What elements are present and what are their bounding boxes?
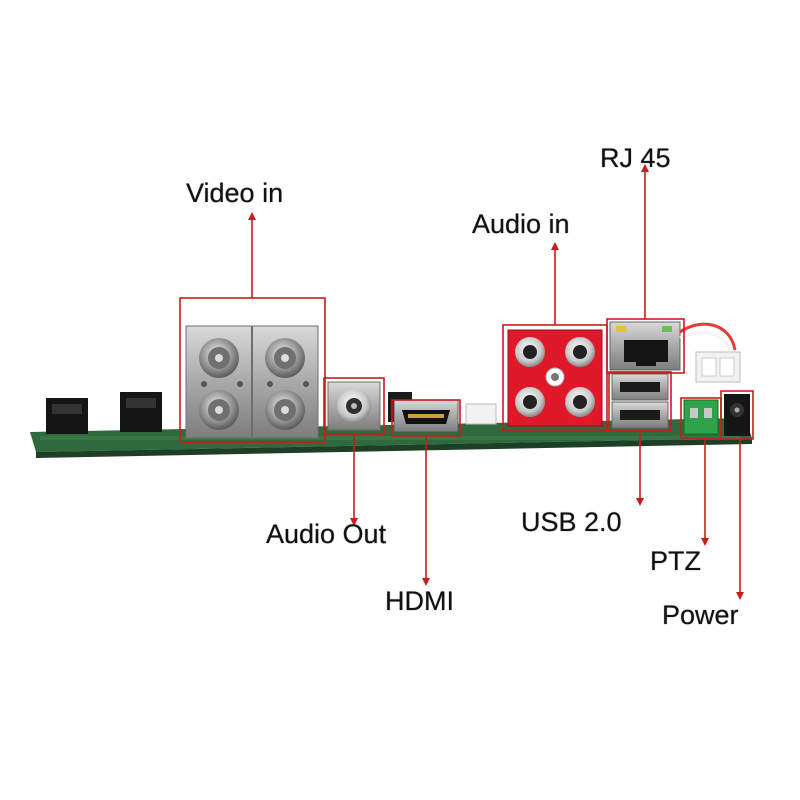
left-black-connector	[46, 392, 162, 434]
wire-harness	[679, 322, 741, 383]
audio-in-block	[507, 329, 603, 427]
usb-ports	[611, 373, 669, 429]
dc-jack-icon	[724, 394, 750, 436]
video-in-block	[185, 325, 319, 439]
rca-jack-icon	[515, 387, 545, 417]
audio-in-label: Audio in	[472, 209, 570, 239]
bnc-connector-icon	[199, 390, 239, 430]
audio-out-label: Audio Out	[266, 519, 387, 549]
callout-lines	[248, 164, 744, 600]
ethernet-port-icon	[609, 321, 681, 371]
audio-out-jack	[327, 381, 381, 431]
bnc-connector-icon	[199, 338, 239, 378]
rj45-label: RJ 45	[600, 143, 671, 173]
video-in-label: Video in	[186, 178, 284, 208]
usb-port-icon	[611, 373, 669, 401]
bnc-connector-icon	[265, 390, 305, 430]
hdmi-label: HDMI	[385, 586, 454, 616]
hdmi-port-icon	[393, 399, 459, 433]
usb-label: USB 2.0	[521, 507, 622, 537]
ptz-label: PTZ	[650, 546, 701, 576]
white-connector	[465, 403, 497, 425]
rca-jack-icon	[515, 337, 545, 367]
power-highlight	[720, 390, 754, 440]
rca-jack-icon	[337, 389, 371, 423]
power-label: Power	[662, 600, 739, 630]
terminal-block-icon	[683, 399, 719, 435]
usb-port-icon	[611, 401, 669, 429]
bnc-connector-icon	[265, 338, 305, 378]
rca-jack-icon	[565, 387, 595, 417]
rca-jack-icon	[565, 337, 595, 367]
